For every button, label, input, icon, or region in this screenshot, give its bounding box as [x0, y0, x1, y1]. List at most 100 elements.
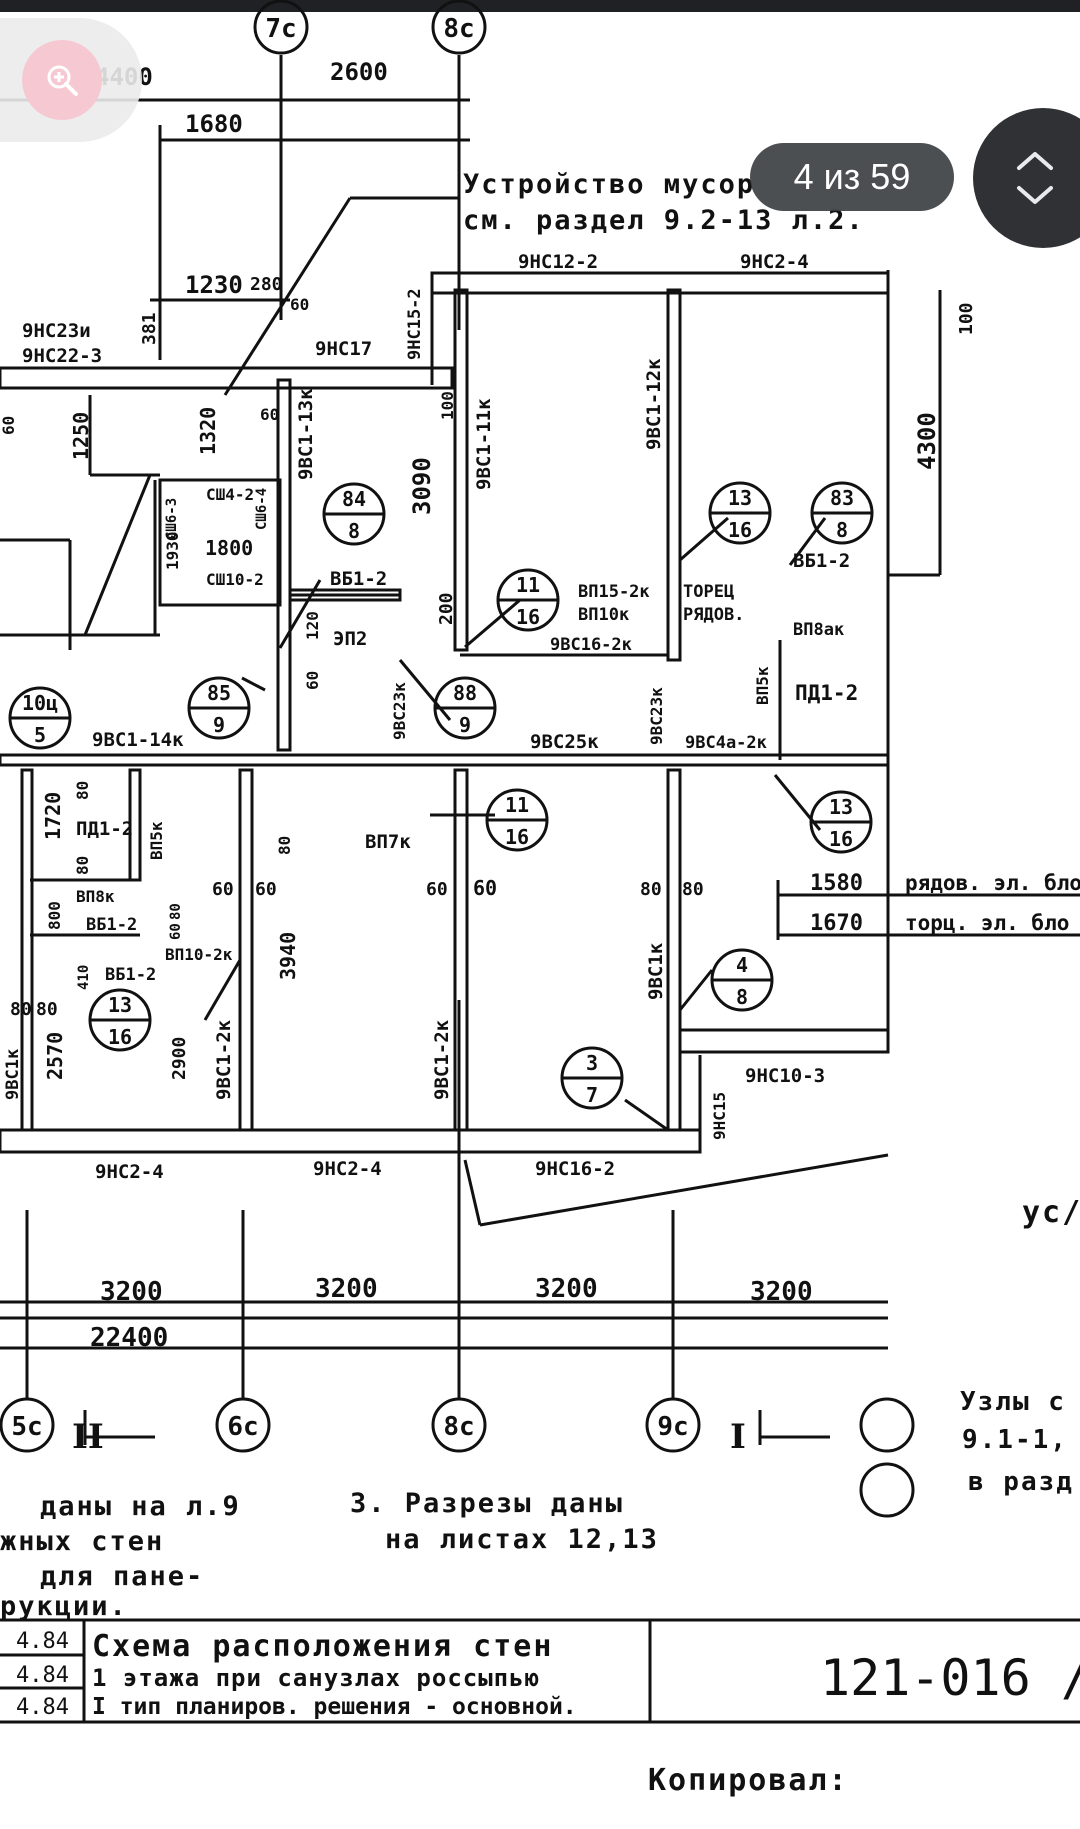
mark-9nc2-4-top: 9НС2-4 — [740, 251, 809, 273]
note-us: ус/ — [1022, 1195, 1080, 1230]
dim-80a: 80 — [73, 781, 92, 800]
axis-label-8c-bottom: 8c — [443, 1412, 474, 1442]
mark-vp5k-b: ВП5к — [147, 821, 166, 860]
node-4-top: 4 — [736, 953, 748, 977]
mark-ep2: ЭП2 — [333, 628, 367, 650]
mark-9nc2-4-a: 9НС2-4 — [95, 1161, 164, 1183]
mark-vp7k: ВП7к — [365, 831, 411, 853]
mark-vp10-2k: ВП10-2к — [165, 945, 233, 964]
note-9-1-1: 9.1-1, / — [962, 1425, 1080, 1455]
drawing-lines — [0, 0, 1080, 1724]
mark-cш4-2: СШ4-2 — [206, 485, 254, 504]
dim-1720: 1720 — [41, 792, 65, 840]
axis-label-9c: 9c — [657, 1412, 688, 1442]
axis-label-8c: 8c — [443, 14, 474, 44]
dim-60l: 60 — [168, 923, 184, 940]
dim-1320: 1320 — [196, 407, 220, 455]
mark-9vc1k-a: 9ВС1к — [3, 1049, 23, 1100]
node-13a-bottom: 16 — [728, 518, 752, 542]
node-3-bottom: 7 — [586, 1083, 598, 1107]
mark-cш6-3: СШ6-3 — [164, 498, 180, 540]
axis-label-7c: 7c — [265, 14, 296, 44]
dim-60b: 60 — [290, 295, 309, 314]
mark-9nc22-3: 9НС22-3 — [22, 345, 102, 367]
mark-vp8k: ВП8к — [76, 887, 115, 906]
dim-3940: 3940 — [276, 932, 300, 980]
page-indicator-text: 4 из 59 — [793, 156, 911, 197]
dim-60h: 60 — [473, 876, 497, 900]
mark-vb1-2-c: ВБ1-2 — [86, 915, 137, 935]
dim-1670: 1670 — [810, 911, 863, 936]
node-83-top: 83 — [830, 486, 854, 510]
mark-9nc16-2: 9НС16-2 — [535, 1158, 615, 1180]
dim-80e: 80 — [682, 879, 704, 900]
mark-9nc12-2: 9НС12-2 — [518, 251, 598, 273]
mark-9vc25k: 9ВС25к — [530, 731, 599, 753]
node-84-top: 84 — [342, 487, 366, 511]
mark-9nc15: 9НС15 — [710, 1092, 729, 1140]
note-sten: жных стен — [0, 1526, 164, 1557]
page-indicator[interactable]: 4 из 59 — [750, 143, 954, 211]
node-88-bottom: 9 — [459, 713, 471, 737]
mark-pd1-2-a: ПД1-2 — [795, 681, 858, 705]
dim-80c: 80 — [275, 836, 294, 855]
note-listah: на листах 12,13 — [385, 1524, 659, 1555]
mark-9vc1-14k: 9ВС1-14к — [92, 729, 184, 751]
node-11a-bottom: 16 — [516, 605, 540, 629]
dim-2600: 2600 — [330, 58, 388, 86]
dim-80d: 80 — [640, 879, 662, 900]
axis-label-6c: 6c — [227, 1412, 258, 1442]
dim-1800: 1800 — [205, 536, 253, 560]
section-mark-1: I — [730, 1417, 746, 1457]
title-date-3: 4.84 — [16, 1695, 69, 1720]
title-line-3: I тип планиров. решения - основной. — [92, 1694, 577, 1720]
note-rukcii: рукции. — [0, 1591, 128, 1622]
node-13b-top: 13 — [829, 795, 853, 819]
node-10c-bottom: 5 — [34, 723, 46, 747]
mark-9nc15-2: 9НС15-2 — [405, 288, 425, 360]
mark-cш6-4: СШ6-4 — [254, 488, 270, 530]
mark-cш10-2: СШ10-2 — [206, 570, 264, 589]
node-13b-bottom: 16 — [829, 827, 853, 851]
node-3-top: 3 — [586, 1051, 598, 1075]
dim-80g: 80 — [36, 999, 58, 1020]
dim-100b: 100 — [438, 391, 457, 420]
node-85-top: 85 — [207, 681, 231, 705]
mark-9vc23k-b: 9ВС23к — [647, 687, 666, 745]
title-date-1: 4.84 — [16, 1629, 69, 1654]
dim-4300: 4300 — [913, 412, 941, 470]
dim-1930: 1930 — [163, 531, 182, 570]
note-uzly: Узлы с — [960, 1387, 1066, 1417]
mark-vp15-2k: ВП15-2к — [578, 582, 650, 602]
dim-3200-b: 3200 — [315, 1274, 378, 1304]
node-88-top: 88 — [453, 681, 477, 705]
note-torc-bl: торц. эл. бло — [905, 911, 1069, 935]
mark-vp5k-a: ВП5к — [753, 666, 772, 705]
mark-9vc1-13k: 9ВС1-13к — [295, 388, 317, 480]
dim-22400: 22400 — [90, 1323, 168, 1353]
note-musor: Устройство мусор — [463, 169, 755, 200]
mark-9vc23k-a: 9ВС23к — [390, 682, 409, 740]
dim-3200-d: 3200 — [750, 1277, 813, 1307]
zoom-button[interactable] — [0, 18, 142, 142]
mark-vp10k: ВП10к — [578, 605, 629, 625]
mark-9vc1-11k: 9ВС1-11к — [473, 398, 495, 490]
mark-9vc1-2k-b: 9ВС1-2к — [431, 1019, 453, 1100]
dim-800: 800 — [45, 901, 64, 930]
mark-9nc10-3: 9НС10-3 — [745, 1065, 825, 1087]
sheet-code: 121-016 / — [820, 1649, 1080, 1707]
dim-1250: 1250 — [69, 412, 93, 460]
page-nav-button[interactable] — [973, 108, 1080, 248]
dim-60d: 60 — [0, 416, 18, 435]
dim-2900: 2900 — [169, 1037, 190, 1080]
zoom-in-icon — [22, 40, 102, 120]
note-kopiroval: Копировал: — [648, 1763, 849, 1798]
note-l9: даны на л.9 — [40, 1491, 241, 1522]
mark-9vc4a-2k: 9ВС4а-2к — [685, 733, 767, 753]
node-13c-bottom: 16 — [108, 1025, 132, 1049]
mark-9vc1-2k-a: 9ВС1-2к — [213, 1019, 235, 1100]
node-11b-bottom: 16 — [505, 825, 529, 849]
section-mark-2: II — [72, 1417, 104, 1457]
title-line-2: 1 этажа при санузлах россыпью — [92, 1664, 540, 1692]
